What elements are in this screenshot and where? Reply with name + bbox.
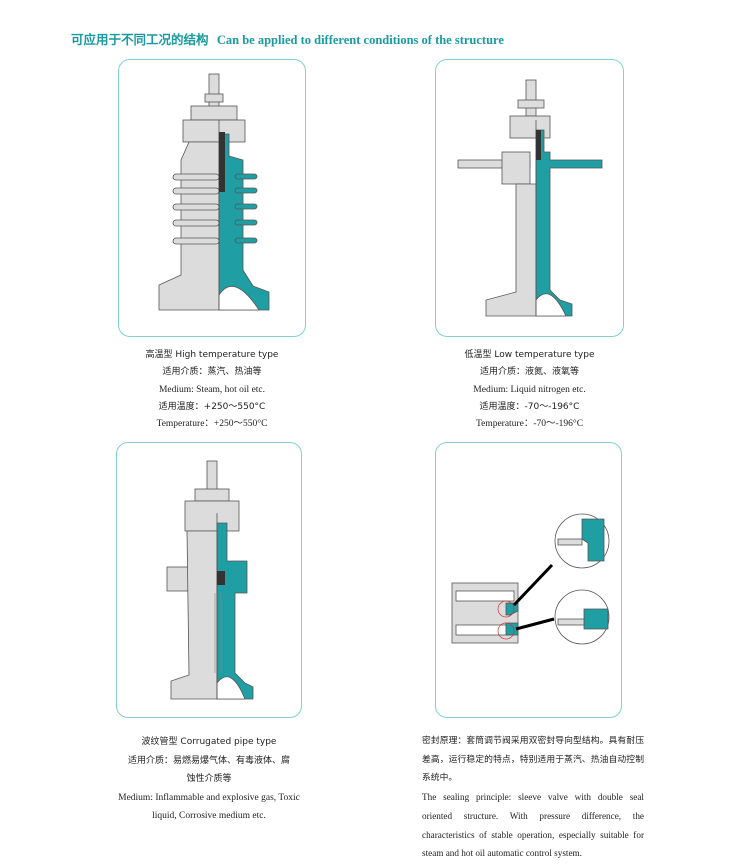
type-label: 高温型 High temperature type [145,350,279,360]
type-label: 波纹管型 Corrugated pipe type [141,737,277,747]
temperature-zh: 适用温度：-70～-196°C [479,401,580,412]
caption-corrugated-pipe: 波纹管型 Corrugated pipe type 适用介质：易燃易爆气体、有毒… [116,733,302,826]
section-title: 可应用于不同工况的结构 Can be applied to different … [71,29,504,48]
medium-en-line-2: liquid, Corrosive medium etc. [152,811,266,821]
temperature-en: Temperature：+250～550°C [156,419,268,430]
panel-corrugated-pipe [116,442,302,718]
low-temperature-valve-drawing [457,79,603,317]
temperature-en: Temperature：-70～-196°C [475,419,584,430]
section-title-en: Can be applied to different conditions o… [216,33,504,47]
medium-en: Medium: Steam, hot oil etc. [158,384,266,395]
sealing-detail-drawing [451,513,610,645]
medium-zh-line-1: 适用介质：易燃易爆气体、有毒液体、腐 [127,755,290,766]
medium-zh-line-2: 蚀性介质等 [186,774,232,784]
sealing-principle-zh: 密封原理：套筒调节阀采用双密封导向型结构。具有耐压差高，运行稳定的特点，特别适用… [422,736,644,784]
type-label: 低温型 Low temperature type [464,350,595,360]
medium-zh: 适用介质：蒸汽、热油等 [162,367,262,378]
medium-zh: 适用介质：液氮、液氧等 [479,367,579,378]
temperature-zh: 适用温度：+250～550°C [158,401,266,412]
high-temperature-valve-drawing [158,73,270,311]
panel-sealing-detail [435,442,622,718]
section-title-zh: 可应用于不同工况的结构 [71,32,209,47]
sealing-principle: 密封原理：套筒调节阀采用双密封导向型结构。具有耐压差高，运行稳定的特点，特别适用… [422,732,644,863]
sealing-principle-en: The sealing principle: sleeve valve with… [422,792,644,859]
caption-low-temperature: 低温型 Low temperature type 适用介质：液氮、液氧等 Med… [435,347,624,433]
corrugated-pipe-valve-drawing [166,460,254,700]
medium-en-line-1: Medium: Inflammable and explosive gas, T… [118,792,300,803]
medium-en: Medium: Liquid nitrogen etc. [473,384,586,395]
panel-high-temperature [118,59,306,337]
caption-high-temperature: 高温型 High temperature type 适用介质：蒸汽、热油等 Me… [118,347,306,433]
panel-low-temperature [435,59,624,337]
